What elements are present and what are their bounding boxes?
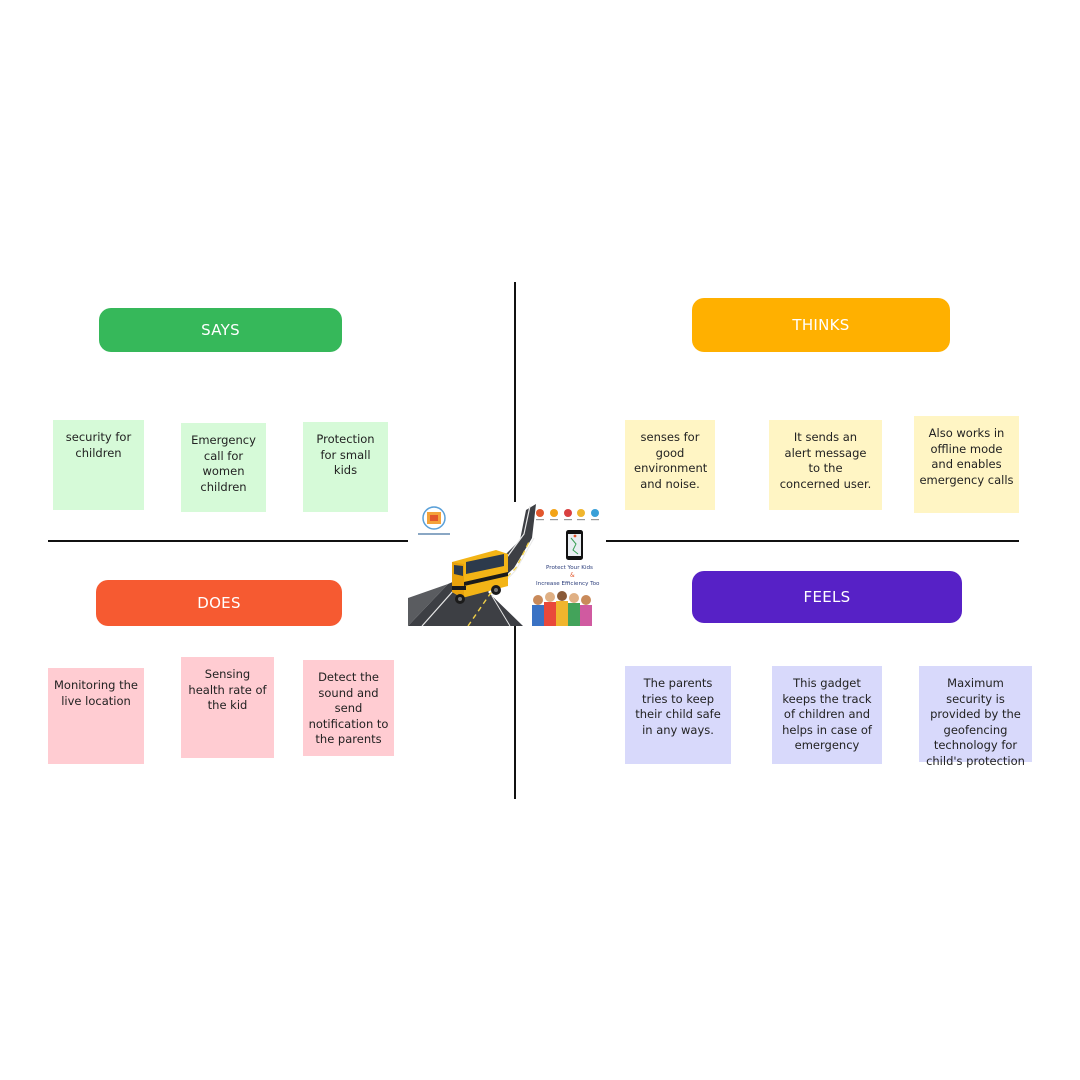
- caption-line1: Protect Your Kids: [546, 565, 593, 571]
- caption-amp: &: [570, 572, 575, 579]
- does-note: Sensing health rate of the kid: [181, 657, 274, 758]
- says-note: Protection for small kids: [303, 422, 388, 512]
- feature-icons: [536, 509, 599, 521]
- school-bus-icon: [452, 550, 508, 604]
- school-bus-app-image: Protect Your Kids & Increase Efficiency …: [408, 502, 606, 626]
- does-header: DOES: [96, 580, 342, 626]
- thinks-note: It sends an alert message to the concern…: [769, 420, 882, 510]
- horizontal-divider-left: [48, 540, 408, 542]
- feels-note: Maximum security is provided by the geof…: [919, 666, 1032, 768]
- horizontal-divider-right: [606, 540, 1019, 542]
- says-note: security for children: [53, 420, 144, 510]
- thinks-note: Also works in offline mode and enables e…: [914, 416, 1019, 513]
- does-note: Monitoring the live location: [48, 668, 144, 764]
- feels-note: The parents tries to keep their child sa…: [625, 666, 731, 764]
- says-note: Emergency call for women children: [181, 423, 266, 512]
- thinks-header: THINKS: [692, 298, 950, 352]
- thinks-note: senses for good environment and noise.: [625, 420, 715, 510]
- vertical-divider-bottom: [514, 626, 516, 799]
- kids-group-icon: [532, 591, 592, 626]
- smartphone-icon: [566, 530, 583, 560]
- feels-header: FEELS: [692, 571, 962, 623]
- feels-note: This gadget keeps the track of children …: [772, 666, 882, 764]
- does-note: Detect the sound and send notification t…: [303, 660, 394, 756]
- logo-icon: [418, 506, 450, 535]
- caption-line2: Increase Efficiency Too: [536, 581, 600, 587]
- vertical-divider-top: [514, 282, 516, 502]
- says-header: SAYS: [99, 308, 342, 352]
